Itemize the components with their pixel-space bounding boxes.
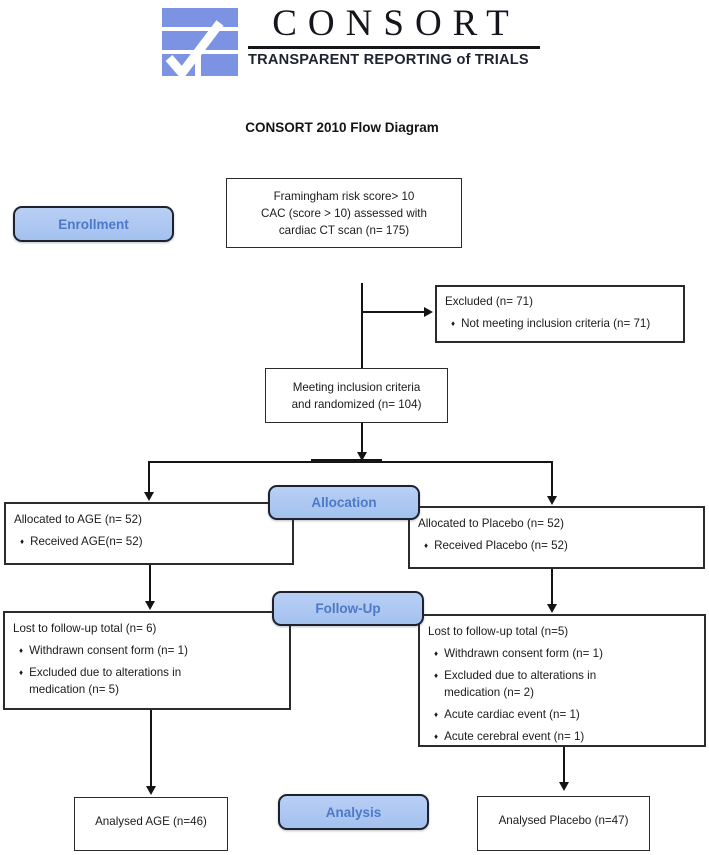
- connector-placebo-to-followup: [551, 569, 553, 605]
- arrowhead-followup-placebo: [547, 604, 557, 613]
- stage-label-analysis: Analysis: [278, 794, 429, 830]
- eligibility-line: Framingham risk score> 10: [273, 189, 415, 203]
- connector-age-to-followup: [149, 565, 151, 602]
- connector-to-excluded: [362, 311, 424, 313]
- arrowhead-analysed-placebo: [559, 782, 569, 791]
- box-excluded: Excluded (n= 71) ♦ Not meeting inclusion…: [435, 285, 685, 343]
- box-eligibility: Framingham risk score> 10 CAC (score > 1…: [226, 178, 462, 248]
- analysed-placebo-text: Analysed Placebo (n=47): [498, 814, 629, 827]
- followup-placebo-heading: Lost to follow-up total (n=5): [428, 625, 569, 638]
- box-allocated-age: Allocated to AGE (n= 52) ♦ Received AGE(…: [4, 502, 294, 565]
- diamond-bullet-icon: ♦: [434, 671, 439, 680]
- logo-divider-rule: [248, 46, 540, 49]
- connector-split-to-placebo: [551, 461, 553, 497]
- diamond-bullet-icon: ♦: [20, 537, 25, 546]
- box-analysed-placebo: Analysed Placebo (n=47): [477, 796, 650, 851]
- connector-eligibility-to-randomized: [361, 283, 363, 368]
- randomized-line: Meeting inclusion criteria: [292, 380, 421, 394]
- arrowhead-alloc-placebo: [547, 496, 557, 505]
- consort-wordmark: CONSORT: [272, 3, 520, 44]
- excluded-bullet-text: Not meeting inclusion criteria (n= 71): [461, 317, 651, 330]
- eligibility-line: CAC (score > 10) assessed with: [261, 206, 427, 220]
- followup-placebo-bullet-text: Acute cardiac event (n= 1): [444, 708, 580, 721]
- page-title: CONSORT 2010 Flow Diagram: [245, 120, 439, 135]
- analysed-age-text: Analysed AGE (n=46): [95, 815, 207, 828]
- stage-label-enrollment: Enrollment: [13, 206, 174, 242]
- diamond-bullet-icon: ♦: [434, 710, 439, 719]
- box-followup-placebo: Lost to follow-up total (n=5) ♦ Withdraw…: [418, 614, 706, 747]
- followup-age-bullet-text: Withdrawn consent form (n= 1): [29, 644, 188, 657]
- followup-age-bullet: ♦ Excluded due to alterations in medicat…: [19, 664, 281, 698]
- box-followup-age: Lost to follow-up total (n= 6) ♦ Withdra…: [3, 611, 291, 710]
- box-allocated-placebo: Allocated to Placebo (n= 52) ♦ Received …: [408, 506, 705, 569]
- arrowhead-alloc-age: [144, 492, 154, 501]
- consort-tagline: TRANSPARENT REPORTING of TRIALS: [248, 52, 529, 68]
- eligibility-line: cardiac CT scan (n= 175): [278, 223, 410, 237]
- followup-age-heading: Lost to follow-up total (n= 6): [13, 622, 157, 635]
- followup-placebo-bullet: ♦ Acute cerebral event (n= 1): [434, 728, 696, 745]
- consort-logo-icon: [162, 8, 238, 81]
- box-analysed-age: Analysed AGE (n=46): [74, 797, 228, 851]
- connector-randomized-down: [361, 423, 363, 453]
- connector-split-center-bar: [311, 459, 382, 463]
- connector-split-to-age: [148, 461, 150, 493]
- followup-placebo-bullet-text: Excluded due to alterations in medicatio…: [444, 669, 597, 699]
- allocated-placebo-bullet-text: Received Placebo (n= 52): [434, 539, 568, 552]
- diamond-bullet-icon: ♦: [434, 649, 439, 658]
- followup-age-bullet-text: Excluded due to alterations in medicatio…: [29, 666, 182, 696]
- diamond-bullet-icon: ♦: [19, 668, 24, 677]
- box-randomized: Meeting inclusion criteria and randomize…: [265, 368, 448, 423]
- excluded-heading: Excluded (n= 71): [445, 295, 533, 308]
- followup-placebo-bullet-text: Withdrawn consent form (n= 1): [444, 647, 603, 660]
- arrowhead-excluded: [424, 307, 433, 317]
- diamond-bullet-icon: ♦: [451, 319, 456, 328]
- allocated-placebo-heading: Allocated to Placebo (n= 52): [418, 517, 564, 530]
- diamond-bullet-icon: ♦: [19, 646, 24, 655]
- stage-label-followup: Follow-Up: [272, 591, 424, 626]
- followup-placebo-bullet: ♦ Acute cardiac event (n= 1): [434, 706, 696, 723]
- arrowhead-followup-age: [145, 601, 155, 610]
- arrowhead-analysed-age: [146, 786, 156, 795]
- randomized-line: and randomized (n= 104): [291, 397, 422, 411]
- diamond-bullet-icon: ♦: [434, 732, 439, 741]
- diamond-bullet-icon: ♦: [424, 541, 429, 550]
- allocated-age-bullet: ♦ Received AGE(n= 52): [20, 533, 284, 550]
- followup-placebo-bullet: ♦ Excluded due to alterations in medicat…: [434, 667, 696, 701]
- followup-placebo-bullet-text: Acute cerebral event (n= 1): [444, 730, 585, 743]
- followup-age-bullet: ♦ Withdrawn consent form (n= 1): [19, 642, 281, 659]
- connector-age-to-analysis: [150, 710, 152, 787]
- allocated-placebo-bullet: ♦ Received Placebo (n= 52): [424, 537, 695, 554]
- stage-label-allocation: Allocation: [268, 485, 420, 520]
- arrowhead-randomized-split: [357, 452, 367, 461]
- allocated-age-heading: Allocated to AGE (n= 52): [14, 513, 142, 526]
- excluded-bullet: ♦ Not meeting inclusion criteria (n= 71): [451, 315, 675, 332]
- followup-placebo-bullet: ♦ Withdrawn consent form (n= 1): [434, 645, 696, 662]
- allocated-age-bullet-text: Received AGE(n= 52): [30, 535, 143, 548]
- connector-placebo-to-analysis: [563, 747, 565, 783]
